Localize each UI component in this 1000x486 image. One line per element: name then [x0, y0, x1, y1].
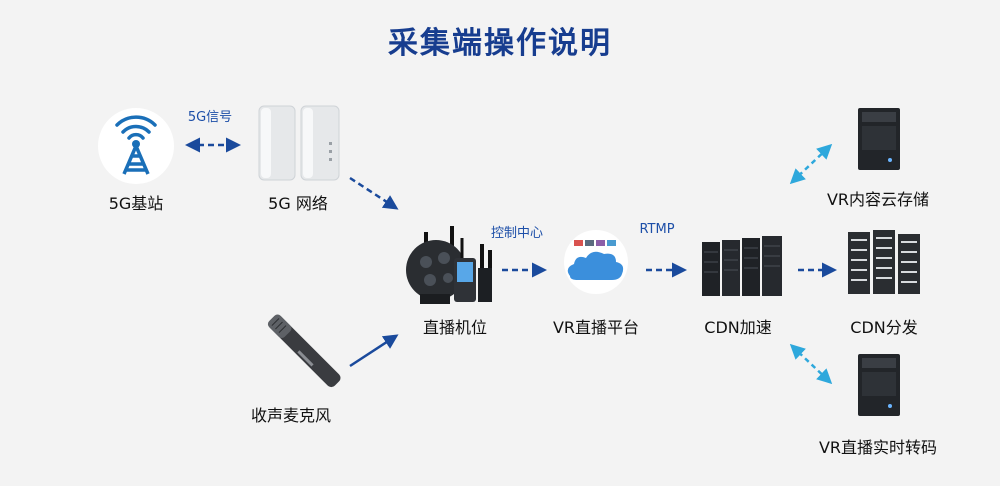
transcoding-label: VR直播实时转码: [818, 438, 938, 457]
microphone-label: 收声麦克风: [250, 406, 332, 425]
cdn-label: CDN加速: [704, 318, 772, 337]
platform-cloud-icon: [552, 228, 640, 300]
router-icon: [255, 102, 345, 188]
arrow-mic-to-camera: [349, 334, 399, 368]
base-station-label: 5G基站: [108, 194, 164, 213]
edge-label-control-center: 控制中心: [490, 226, 544, 241]
server-rack-icon: [700, 236, 786, 302]
arrow-cdn-transcoding: [789, 343, 833, 385]
edge-label-5g-signal: 5G信号: [187, 110, 233, 125]
transcoding-server-icon: [854, 352, 904, 422]
camera-label: 直播机位: [422, 318, 488, 337]
arrow-network-to-camera: [349, 176, 399, 210]
storage-server-icon: [854, 106, 904, 176]
page-title: 采集端操作说明: [388, 26, 612, 61]
edge-label-rtmp: RTMP: [639, 222, 675, 237]
microphone-icon: [258, 308, 348, 398]
network-label: 5G 网络: [268, 194, 328, 213]
base-station-icon: [96, 106, 176, 190]
cdn-distribution-label: CDN分发: [850, 318, 918, 337]
arrow-cdn-storage: [789, 143, 833, 185]
vr-camera-icon: [404, 218, 504, 314]
cloud-storage-label: VR内容云存储: [826, 190, 930, 209]
platform-label: VR直播平台: [552, 318, 640, 337]
distribution-racks-icon: [846, 228, 922, 302]
